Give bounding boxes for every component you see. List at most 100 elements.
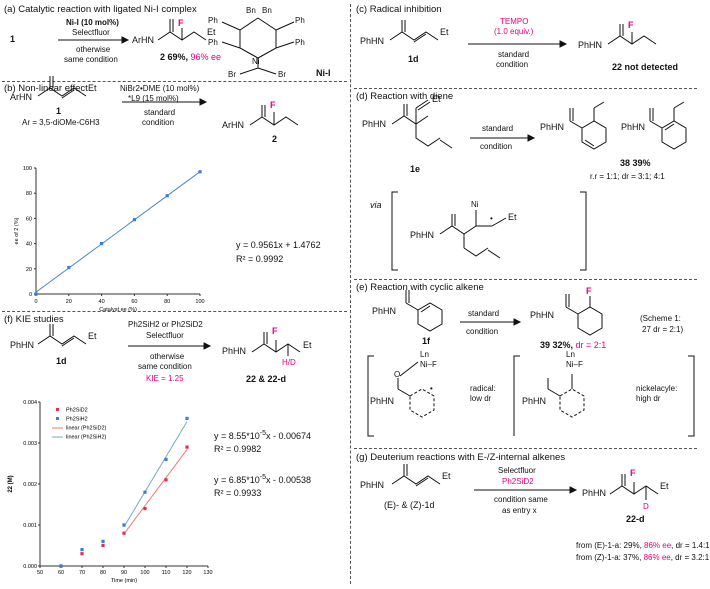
panel-d-product1-fragment: PhHN bbox=[540, 122, 565, 132]
panel-a-product-ethyl: Et bbox=[207, 27, 216, 37]
panel-c-condition-line1: standard bbox=[498, 50, 530, 59]
panel-divider-vertical bbox=[350, 4, 351, 584]
panel-d-ratio: r.r = 1:1; dr = 3:1; 4:1 bbox=[590, 172, 665, 181]
panel-f-condition-line4: same condition bbox=[138, 362, 192, 371]
panel-f-substrate-fragment: PhHN bbox=[10, 340, 35, 350]
panel-f-substrate-ethyl: Et bbox=[88, 331, 97, 341]
chart2-data-point bbox=[80, 548, 84, 552]
chart2-x-tick-label: 100 bbox=[140, 570, 149, 576]
chart2-x-tick-label: 90 bbox=[121, 570, 127, 576]
panel-b-substrate-ethyl: Et bbox=[88, 83, 97, 93]
panel-b-header: (b) Non-linear effect bbox=[4, 83, 88, 94]
panel-g-substrate-fragment: PhHN bbox=[360, 480, 385, 490]
panel-a-condition-line4: same condition bbox=[64, 55, 118, 64]
panel-e-int1-ligand: Ln bbox=[420, 350, 429, 359]
panel-d-intermediate-radical-dot: • bbox=[490, 214, 493, 223]
panel-e-int2-ligand: Ln bbox=[566, 350, 575, 359]
chart2-y-tick-label: 0.001 bbox=[23, 523, 37, 529]
panel-d-substrate-fragment: PhHN bbox=[362, 119, 387, 129]
panel-e-condition-line1: standard bbox=[468, 309, 500, 318]
chart1-y-tick-label: 100 bbox=[23, 166, 32, 172]
ligand-phenyl-3: Ph bbox=[295, 16, 305, 25]
ligand-benzyl-left: Bn bbox=[246, 6, 256, 15]
chart1-x-tick-label: 0 bbox=[34, 299, 37, 305]
panel-g-product-label: 22-d bbox=[626, 514, 645, 524]
ligand-benzyl-right: Bn bbox=[262, 6, 272, 15]
panel-g-product-fragment: PhHN bbox=[582, 488, 607, 498]
chart2-x-tick-label: 50 bbox=[37, 570, 43, 576]
panel-f-condition-line2: Selectfluor bbox=[146, 331, 184, 340]
panel-g-product-deuterium: D bbox=[643, 502, 649, 511]
panel-e-int1-radical-dot: • bbox=[430, 384, 433, 393]
chart2-x-axis-label: Time (min) bbox=[111, 578, 137, 584]
chart2-data-point bbox=[59, 564, 63, 568]
panel-d-yield: 38 39% bbox=[620, 158, 651, 168]
panel-b-substrate-fragment: ArHN bbox=[10, 92, 32, 102]
panel-g-condition-line3: condition same bbox=[494, 495, 548, 504]
panel-d-intermediate-fragment: PhHN bbox=[410, 230, 435, 240]
panel-divider-e-g bbox=[354, 448, 697, 449]
panel-e-int2-nickel-fluoride: Ni–F bbox=[566, 360, 583, 369]
panel-g-result-e: from (E)-1-a: 29%, 86% ee, dr = 1.4:1 bbox=[576, 541, 710, 550]
panel-g-header: (g) Deuterium reactions with E-/Z-intern… bbox=[356, 452, 566, 463]
panel-g-product-ethyl: Et bbox=[660, 481, 669, 491]
chart1-y-tick-label: 40 bbox=[26, 242, 32, 248]
panel-a-yield: 2 69%, 96% ee bbox=[160, 52, 222, 62]
panel-e-substrate-fragment: PhHN bbox=[372, 306, 397, 316]
chart2-legend-label: linear (Ph2SiH2) bbox=[66, 435, 107, 441]
panel-e-int1-oxygen: O bbox=[394, 370, 401, 379]
panel-e-int1-caption-2: low dr bbox=[470, 394, 492, 403]
panel-d-substrate-label: 1e bbox=[410, 164, 421, 174]
panel-g-product-fluorine: F bbox=[630, 468, 636, 478]
panel-divider-a-b bbox=[2, 81, 347, 82]
panel-e-int2-caption-1: nickelacyle: bbox=[636, 384, 678, 393]
panel-c-substrate-fragment: PhHN bbox=[360, 36, 385, 46]
chart2-y-tick-label: 0.004 bbox=[23, 400, 37, 406]
panel-d-product2-fragment: PhHN bbox=[621, 122, 646, 132]
chart2-fit-h-r-squared: R² = 0.9982 bbox=[214, 444, 262, 454]
panel-a-substrate-label: 1 bbox=[10, 34, 16, 44]
panel-divider-b-f bbox=[2, 311, 347, 312]
panel-e-int1-fragment: PhHN bbox=[370, 396, 395, 406]
panel-e-condition-line2: condition bbox=[466, 327, 499, 336]
panel-c-product-label: 22 not detected bbox=[612, 62, 679, 72]
panel-e-substrate-label: 1f bbox=[422, 336, 431, 346]
chart1-x-tick-label: 40 bbox=[99, 299, 105, 305]
chart2-data-point bbox=[185, 416, 189, 420]
chart1-data-point bbox=[67, 265, 71, 270]
panel-a-condition-line3: otherwise bbox=[76, 45, 111, 54]
chart2-data-point bbox=[143, 490, 147, 494]
chart2-legend-label: Ph2SiH2 bbox=[66, 417, 88, 423]
chart2-fit-line bbox=[123, 421, 188, 528]
panel-a-header: (a) Catalytic reaction with ligated Ni-I… bbox=[4, 4, 197, 15]
ligand-phenyl-4: Ph bbox=[295, 38, 305, 47]
ligand-nickel: Ni bbox=[252, 57, 260, 66]
chart1-trendline bbox=[35, 171, 201, 293]
panel-e-int1-nickel-fluoride: Ni–F bbox=[420, 360, 437, 369]
chart2-fit-d-r-squared: R² = 0.9933 bbox=[214, 488, 262, 498]
panel-f-product-fluorine: F bbox=[272, 326, 278, 336]
panel-d-condition-line2: condition bbox=[480, 142, 513, 151]
panel-g-result-z: from (Z)-1-a: 37%, 86% ee, dr = 3.2:1 bbox=[576, 553, 710, 562]
panel-c-product-fluorine: F bbox=[628, 20, 634, 30]
chart1-data-point bbox=[165, 194, 169, 198]
chart1-y-tick-label: 60 bbox=[26, 216, 32, 222]
panel-b-condition-line1: NiBr2•DME (10 mol%) bbox=[120, 84, 200, 93]
ligand-phenyl-2: Ph bbox=[208, 38, 218, 47]
panel-g-condition-line4: as entry x bbox=[502, 506, 537, 515]
ligand-bromide-right: Br bbox=[278, 70, 286, 79]
chart2-data-point bbox=[185, 445, 189, 449]
ligand-phenyl-1: Ph bbox=[208, 16, 218, 25]
ligand-bromide-left: Br bbox=[228, 70, 236, 79]
chart1-r-squared: R² = 0.9992 bbox=[236, 254, 284, 264]
panel-g-condition-line1: Selectfluor bbox=[498, 466, 536, 475]
panel-e-yield: 39 32%, dr = 2:1 bbox=[540, 340, 607, 350]
panel-c-substrate-ethyl: Et bbox=[440, 27, 449, 37]
chart2-x-tick-label: 110 bbox=[162, 570, 171, 576]
panel-c-product-fragment: PhHN bbox=[578, 40, 603, 50]
chart1-x-tick-label: 20 bbox=[66, 299, 72, 305]
panel-c-header: (c) Radical inhibition bbox=[356, 4, 442, 15]
chart1-data-point bbox=[100, 242, 104, 246]
panel-f-product-ethyl: Et bbox=[303, 340, 312, 350]
